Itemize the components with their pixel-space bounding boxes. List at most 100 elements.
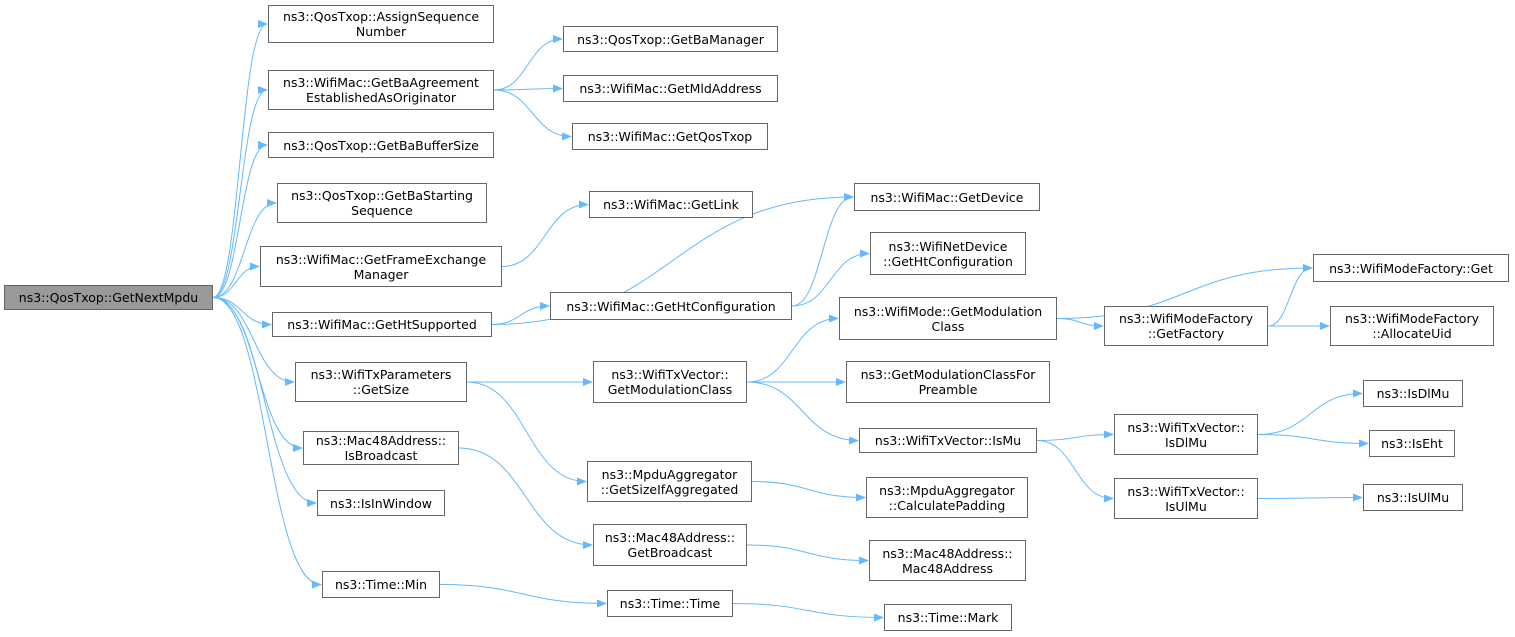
node-time-time[interactable]: ns3::Time::Time <box>607 590 733 617</box>
node-time-mark[interactable]: ns3::Time::Mark <box>884 604 1012 631</box>
node-label-line: IsBroadcast <box>344 448 418 463</box>
node-mac48-ctor[interactable]: ns3::Mac48Address::Mac48Address <box>869 540 1026 581</box>
node-label-line: ns3::GetModulationClassFor <box>860 367 1036 382</box>
node-label-line: ns3::WifiMac::GetFrameExchange <box>275 251 487 267</box>
node-label-line: ns3::WifiMac::GetBaAgreement <box>283 75 479 90</box>
node-txvec-ismu[interactable]: ns3::WifiTxVector::IsMu <box>859 428 1037 453</box>
node-netdev-get-ht-config[interactable]: ns3::WifiNetDevice::GetHtConfiguration <box>870 232 1026 275</box>
edge-get-fem-to-get-link <box>501 200 589 267</box>
node-label-line: ns3::Time::Min <box>334 577 427 592</box>
node-isdlmu[interactable]: ns3::IsDlMu <box>1363 380 1463 407</box>
node-label-line: ::GetFactory <box>1147 326 1225 341</box>
node-get-ht-config[interactable]: ns3::WifiMac::GetHtConfiguration <box>550 292 792 320</box>
edge-txvec-ismu-to-txvec-isdlmu <box>1036 430 1114 441</box>
node-txvec-isdlmu[interactable]: ns3::WifiTxVector::IsDlMu <box>1114 414 1258 455</box>
edge-time-min-to-time-time <box>439 584 607 608</box>
node-label-line: Sequence <box>351 203 413 218</box>
node-modefactory-getfactory[interactable]: ns3::WifiModeFactory::GetFactory <box>1104 306 1268 346</box>
edge-root-to-get-ba-agreement <box>212 86 268 298</box>
node-label-line: Preamble <box>918 382 978 397</box>
node-label-line: ns3::QosTxop::GetBaBufferSize <box>283 137 479 153</box>
node-isinwindow[interactable]: ns3::IsInWindow <box>317 490 445 516</box>
node-label-line: ns3::QosTxop::GetNextMpdu <box>18 290 199 305</box>
edge-get-ba-agreement-to-get-mld-address <box>493 84 563 93</box>
node-label-line: ns3::Mac48Address:: <box>882 545 1013 561</box>
node-label-line: IsUlMu <box>1165 498 1207 514</box>
node-label-line: ::GetSizeIfAggregated <box>600 481 739 497</box>
node-label-line: Number <box>355 24 407 39</box>
node-get-link[interactable]: ns3::WifiMac::GetLink <box>589 191 753 218</box>
node-label-line: ns3::MpduAggregator <box>601 466 738 482</box>
node-get-ba-manager[interactable]: ns3::QosTxop::GetBaManager <box>563 26 778 52</box>
node-label-line: GetBroadcast <box>627 545 713 560</box>
node-txparams-getsize[interactable]: ns3::WifiTxParameters::GetSize <box>295 362 467 402</box>
edge-mac48-getbroadcast-to-mac48-ctor <box>746 544 869 565</box>
edge-txparams-getsize-to-mpdu-getsizeifagg <box>466 381 587 486</box>
node-txvec-getmodclass[interactable]: ns3::WifiTxVector::GetModulationClass <box>593 361 747 403</box>
node-mac48-getbroadcast[interactable]: ns3::Mac48Address::GetBroadcast <box>593 524 747 566</box>
edge-root-to-assign-seq <box>212 20 268 298</box>
node-mac48-isbroadcast[interactable]: ns3::Mac48Address::IsBroadcast <box>303 431 459 465</box>
edge-get-ht-config-to-get-device <box>791 193 854 307</box>
node-get-qos-txop[interactable]: ns3::WifiMac::GetQosTxop <box>572 123 768 150</box>
node-label-line: ns3::IsDlMu <box>1376 386 1450 401</box>
node-label-line: ns3::Time::Mark <box>897 610 999 625</box>
node-label-line: ns3::Time::Time <box>619 596 721 611</box>
node-label-line: ns3::QosTxop::GetBaStarting <box>291 188 473 203</box>
edge-modefactory-getfactory-to-modefactory-get <box>1267 264 1313 327</box>
node-get-mld-address[interactable]: ns3::WifiMac::GetMldAddress <box>563 75 778 102</box>
node-label-line: ns3::Mac48Address:: <box>315 433 447 448</box>
node-label-line: ::CalculatePadding <box>888 497 1006 513</box>
edge-txvec-ismu-to-txvec-isulmu <box>1036 440 1114 503</box>
edge-root-to-get-fem <box>212 262 260 298</box>
node-label-line: ns3::WifiModeFactory <box>1119 311 1253 326</box>
node-modefactory-get[interactable]: ns3::WifiModeFactory::Get <box>1313 254 1509 282</box>
node-isulmu[interactable]: ns3::IsUlMu <box>1363 484 1463 511</box>
node-get-ba-buffer[interactable]: ns3::QosTxop::GetBaBufferSize <box>268 132 494 158</box>
node-label-line: ns3::MpduAggregator <box>879 482 1015 498</box>
node-label-line: ns3::WifiTxVector:: <box>1127 419 1245 435</box>
node-label-line: ns3::WifiMac::GetMldAddress <box>579 81 762 96</box>
node-get-ht-supported[interactable]: ns3::WifiMac::GetHtSupported <box>272 312 492 337</box>
node-label-line: ns3::WifiModeFactory <box>1345 311 1479 326</box>
edge-txvec-isdlmu-to-isdlmu <box>1257 389 1363 435</box>
node-label-line: ns3::WifiMac::GetHtSupported <box>287 317 477 332</box>
node-label-line: IsDlMu <box>1164 434 1207 450</box>
edge-txvec-getmodclass-to-mode-getmodclass <box>746 314 839 383</box>
node-label-line: ns3::WifiTxVector::IsMu <box>874 433 1022 448</box>
edge-time-time-to-time-mark <box>732 603 884 622</box>
node-label-line: ns3::WifiTxVector:: <box>1127 483 1245 499</box>
node-txvec-isulmu[interactable]: ns3::WifiTxVector::IsUlMu <box>1114 478 1258 519</box>
edge-txvec-isdlmu-to-iseht <box>1257 434 1369 448</box>
node-label-line: ns3::WifiMac::GetQosTxop <box>587 129 753 144</box>
node-label-line: ns3::QosTxop::AssignSequence <box>282 9 480 24</box>
node-modefactory-allocuid[interactable]: ns3::WifiModeFactory::AllocateUid <box>1330 306 1494 346</box>
node-label-line: ::GetSize <box>352 382 410 397</box>
node-label-line: GetModulationClass <box>607 382 733 397</box>
edge-mac48-isbroadcast-to-mac48-getbroadcast <box>458 447 593 549</box>
node-label-line: ns3::WifiTxVector:: <box>611 367 729 382</box>
node-get-device[interactable]: ns3::WifiMac::GetDevice <box>854 183 1040 211</box>
node-label-line: ns3::IsEht <box>1381 436 1443 451</box>
edge-txvec-getmodclass-to-txvec-ismu <box>746 381 859 445</box>
node-label-line: ns3::QosTxop::GetBaManager <box>577 31 764 47</box>
node-label-line: ns3::WifiMac::GetLink <box>603 197 739 212</box>
node-mpdu-getsizeifagg[interactable]: ns3::MpduAggregator::GetSizeIfAggregated <box>587 461 752 502</box>
node-label-line: EstablishedAsOriginator <box>305 90 457 105</box>
node-label-line: ns3::Mac48Address:: <box>604 530 736 545</box>
node-root: ns3::QosTxop::GetNextMpdu <box>4 285 213 310</box>
node-time-min[interactable]: ns3::Time::Min <box>322 571 440 598</box>
edge-root-to-get-ba-buffer <box>212 141 268 298</box>
node-label-line: ns3::IsUlMu <box>1376 490 1450 505</box>
node-mpdu-calcpadding[interactable]: ns3::MpduAggregator::CalculatePadding <box>866 477 1028 518</box>
node-label-line: ns3::WifiMac::GetHtConfiguration <box>566 298 776 314</box>
node-iseht[interactable]: ns3::IsEht <box>1369 430 1455 457</box>
node-label-line: Class <box>931 318 965 334</box>
node-label-line: ::AllocateUid <box>1372 326 1452 341</box>
